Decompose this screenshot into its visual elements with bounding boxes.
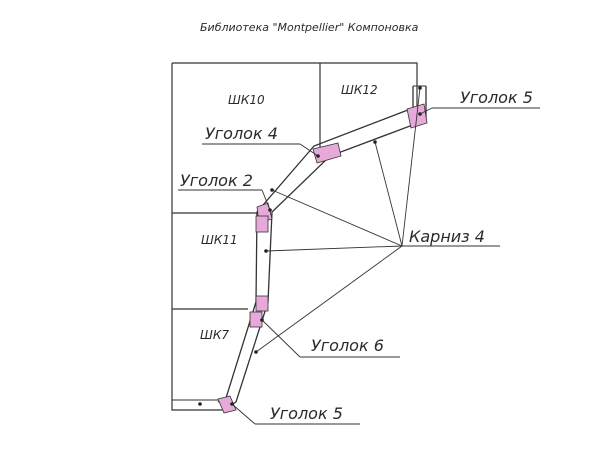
corner-piece-bottom xyxy=(217,395,237,414)
cabinet-label-shk12: ШК12 xyxy=(341,83,378,97)
corner-pieces xyxy=(217,103,428,414)
cabinet-label-shk7: ШК7 xyxy=(200,328,229,342)
karniz-leader-lines xyxy=(255,87,500,353)
corner-piece-mid-1 xyxy=(255,215,269,233)
cabinet-label-shk10: ШК10 xyxy=(228,93,265,107)
callout-ugolok5-top: Уголок 5 xyxy=(460,88,533,107)
corner-piece-ugolok4 xyxy=(312,142,342,164)
callout-ugolok4: Уголок 4 xyxy=(205,124,278,143)
corner-piece-ugolok6-a xyxy=(255,295,269,312)
callout-karniz4: Карниз 4 xyxy=(409,227,485,246)
connection-dots xyxy=(198,86,422,406)
callout-ugolok2: Уголок 2 xyxy=(180,171,253,190)
corner-piece-ugolok6-b xyxy=(249,311,263,328)
callout-leader-lines xyxy=(178,107,540,425)
callout-ugolok5-bottom: Уголок 5 xyxy=(270,404,343,423)
diagram-title: Библиотека "Montpellier" Компоновка xyxy=(200,21,419,34)
callout-ugolok6: Уголок 6 xyxy=(311,336,384,355)
cabinet-label-shk11: ШК11 xyxy=(201,233,238,247)
